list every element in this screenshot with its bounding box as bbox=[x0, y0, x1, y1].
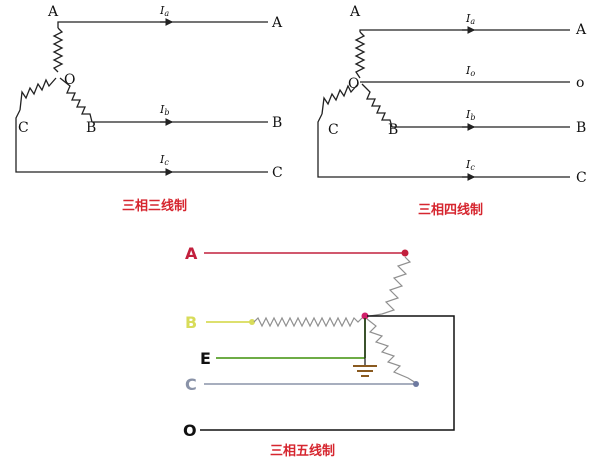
node-label-b: B bbox=[388, 122, 398, 138]
wire-o-neutral bbox=[200, 315, 455, 431]
line-label-o: o bbox=[576, 75, 584, 91]
line-label-b: B bbox=[185, 313, 197, 332]
coil-b bbox=[361, 83, 393, 128]
line-label-a: A bbox=[271, 15, 283, 31]
coil-c bbox=[321, 83, 359, 115]
caption-three-wire: 三相三线制 bbox=[122, 198, 187, 214]
line-label-c: C bbox=[185, 375, 197, 394]
three-wire-diagram: A O C B Ia Ib Ic A B C 三相三线制 bbox=[15, 4, 283, 214]
current-label-a: Ia bbox=[465, 12, 475, 26]
node-label-b: B bbox=[86, 120, 96, 136]
current-label-b: Ib bbox=[465, 108, 475, 122]
wire-c bbox=[317, 113, 570, 178]
wire-c bbox=[15, 109, 268, 173]
node-label-a: A bbox=[47, 4, 59, 20]
line-label-o: O bbox=[183, 421, 197, 440]
wire-a bbox=[57, 21, 268, 24]
ground-icon bbox=[353, 365, 377, 377]
terminal-b bbox=[249, 319, 255, 325]
node-label-a: A bbox=[349, 4, 361, 20]
line-label-c: C bbox=[272, 165, 283, 181]
current-label-o: Io bbox=[465, 64, 475, 78]
coil-a bbox=[52, 27, 64, 73]
line-label-c: C bbox=[576, 170, 587, 186]
node-label-c: C bbox=[18, 120, 29, 136]
current-label-c: Ic bbox=[159, 153, 169, 167]
current-label-b: Ib bbox=[159, 103, 169, 117]
caption-four-wire: 三相四线制 bbox=[418, 202, 483, 218]
line-label-b: B bbox=[272, 115, 282, 131]
caption-five-wire: 三相五线制 bbox=[270, 443, 335, 459]
node-label-c: C bbox=[328, 122, 339, 138]
current-label-a: Ia bbox=[159, 4, 169, 18]
line-label-b: B bbox=[576, 120, 586, 136]
terminal-a bbox=[401, 249, 409, 257]
coil-c bbox=[366, 318, 417, 384]
five-wire-diagram: A B E C O 三相五线制 bbox=[183, 244, 455, 459]
wire-a bbox=[359, 29, 570, 32]
coil-c bbox=[19, 77, 57, 111]
four-wire-diagram: A O C B Ia Io Ib Ic A o B C 三相四线制 bbox=[317, 4, 587, 218]
node-label-o: O bbox=[348, 76, 359, 92]
star-point bbox=[361, 312, 369, 320]
line-label-a: A bbox=[185, 244, 198, 263]
coil-a bbox=[369, 256, 412, 317]
coil-a bbox=[354, 31, 366, 79]
line-label-a: A bbox=[575, 22, 587, 38]
terminal-c bbox=[413, 381, 419, 387]
coil-b bbox=[59, 77, 93, 123]
current-label-c: Ic bbox=[465, 158, 475, 172]
coil-b bbox=[253, 316, 363, 328]
node-label-o: O bbox=[64, 72, 75, 88]
line-label-e: E bbox=[200, 349, 211, 368]
